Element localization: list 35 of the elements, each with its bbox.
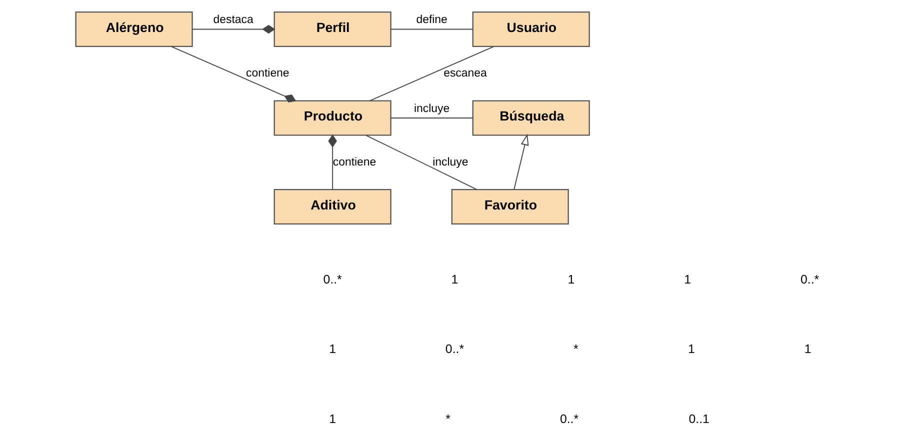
label: 0..* [560,412,579,426]
label: 1 [568,272,575,286]
node-box: Perfil [274,11,392,47]
node-box: Producto [274,100,392,136]
arrow [514,134,529,190]
label: 1 [451,272,458,286]
node-box: Alérgeno [75,11,193,47]
node-box: Favorito [451,189,569,224]
label: 1 [329,412,336,426]
label: 1 [688,342,695,356]
connector [170,46,296,102]
connector [365,134,478,190]
edge-label: define [416,14,448,26]
edge-label: incluye [414,102,450,115]
edge-label: incluye [432,156,468,168]
connector [328,134,337,190]
connector [192,24,276,34]
connector [369,46,494,102]
label: 1 [329,342,336,356]
connector [390,28,474,30]
label: 0..* [323,272,342,286]
label: * [446,412,450,426]
label: * [574,342,578,356]
label: 0..* [800,272,820,286]
node-box: Aditivo [274,189,392,224]
edge-label: escanea [444,68,487,80]
label: 1 [804,342,812,356]
label: 1 [684,272,692,286]
edge-label: contiene [246,68,290,80]
edge-label: destaca [213,14,254,26]
node-box: Usuario [472,11,590,47]
label: 0..* [445,342,464,356]
edge-label: contiene [332,156,376,168]
label: 0..1 [688,412,710,426]
node-box: Búsqueda [472,100,590,136]
